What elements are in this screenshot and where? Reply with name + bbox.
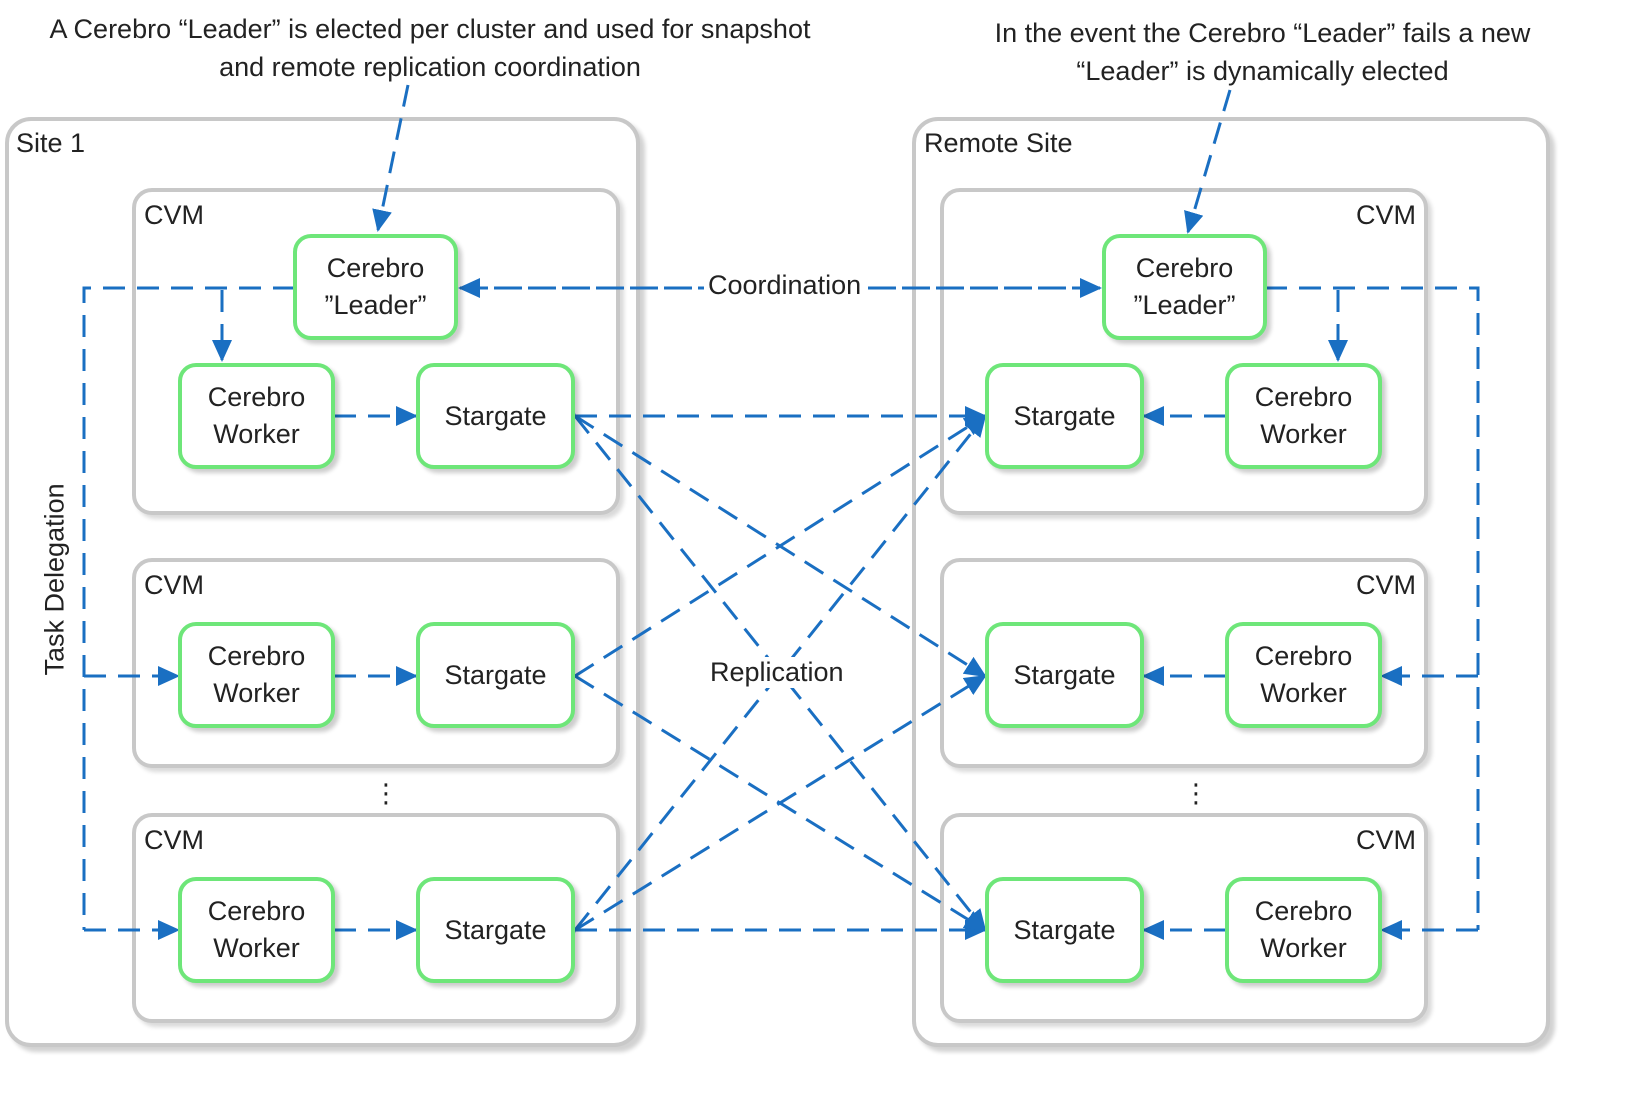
site-1-cerebro-leader: Cerebro ”Leader” <box>293 234 458 340</box>
site-1-stargate-2: Stargate <box>416 622 575 728</box>
remote-cvm-1-label: CVM <box>1356 200 1416 230</box>
stargate-label: Stargate <box>1013 659 1116 690</box>
task-delegation-label: Task Delegation <box>39 483 71 682</box>
left-note-pointer <box>372 84 410 232</box>
site-1-stargate-3: Stargate <box>416 877 575 983</box>
stargate-label: Stargate <box>1013 914 1116 945</box>
worker-line-1: Cerebro <box>1254 896 1353 926</box>
worker-line-2: Worker <box>213 933 300 963</box>
remote-cerebro-leader: Cerebro ”Leader” <box>1102 234 1267 340</box>
remote-leader-line-2: ”Leader” <box>1133 290 1236 320</box>
coordination-label: Coordination <box>704 270 866 301</box>
worker-line-2: Worker <box>1260 933 1347 963</box>
remote-cerebro-worker-3: Cerebro Worker <box>1225 877 1382 983</box>
replication-s1-3-r2 <box>552 674 987 950</box>
remote-cvm-3-label: CVM <box>1356 825 1416 855</box>
leader-election-note: A Cerebro “Leader” is elected per cluste… <box>30 10 830 86</box>
site-1-leader-line-2: ”Leader” <box>324 290 427 320</box>
worker-line-1: Cerebro <box>207 641 306 671</box>
site-1-cerebro-worker-2: Cerebro Worker <box>178 622 335 728</box>
site-1-cvm-1-label: CVM <box>144 200 204 230</box>
worker-line-1: Cerebro <box>1254 641 1353 671</box>
stargate-label: Stargate <box>444 914 547 945</box>
leader-failover-note: In the event the Cerebro “Leader” fails … <box>975 14 1550 90</box>
stargate-label: Stargate <box>444 400 547 431</box>
worker-line-1: Cerebro <box>207 382 306 412</box>
site-1-leader-line-1: Cerebro <box>326 253 425 283</box>
remote-stargate-1: Stargate <box>985 363 1144 469</box>
worker-line-1: Cerebro <box>1254 382 1353 412</box>
remote-cvm-2-label: CVM <box>1356 570 1416 600</box>
leader-failover-note-line-2: “Leader” is dynamically elected <box>1076 56 1449 86</box>
remote-cerebro-worker-2: Cerebro Worker <box>1225 622 1382 728</box>
stargate-label: Stargate <box>444 659 547 690</box>
leader-failover-note-line-1: In the event the Cerebro “Leader” fails … <box>994 18 1531 48</box>
leader-election-note-line-2: and remote replication coordination <box>219 52 641 82</box>
remote-site-label: Remote Site <box>924 128 1073 158</box>
site-1-cerebro-worker-3: Cerebro Worker <box>178 877 335 983</box>
site-1-stargate-1: Stargate <box>416 363 575 469</box>
worker-line-2: Worker <box>1260 678 1347 708</box>
leader-election-note-line-1: A Cerebro “Leader” is elected per cluste… <box>49 14 811 44</box>
site-1-cerebro-worker-1: Cerebro Worker <box>178 363 335 469</box>
worker-line-2: Worker <box>213 419 300 449</box>
remote-delegation-trunk <box>1265 286 1480 930</box>
site-1-label: Site 1 <box>16 128 86 158</box>
replication-label: Replication <box>706 657 848 688</box>
remote-stargate-3: Stargate <box>985 877 1144 983</box>
worker-line-1: Cerebro <box>207 896 306 926</box>
worker-line-2: Worker <box>1260 419 1347 449</box>
remote-leader-line-1: Cerebro <box>1135 253 1234 283</box>
site-1-cvm-2-label: CVM <box>144 570 204 600</box>
right-note-pointer <box>1184 89 1232 234</box>
site-1-cvm-3-label: CVM <box>144 825 204 855</box>
remote-cerebro-worker-1: Cerebro Worker <box>1225 363 1382 469</box>
worker-line-2: Worker <box>213 678 300 708</box>
remote-stargate-2: Stargate <box>985 622 1144 728</box>
stargate-label: Stargate <box>1013 400 1116 431</box>
site-1-delegation-trunk <box>82 286 295 930</box>
